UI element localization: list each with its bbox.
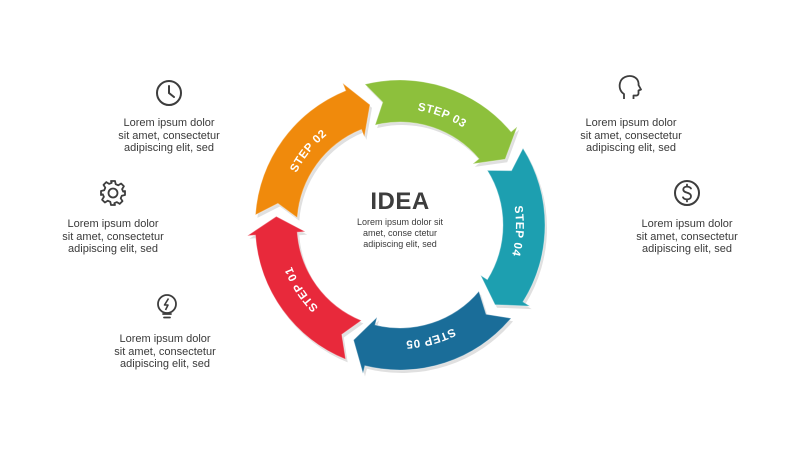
step-arrow-2 <box>254 81 371 219</box>
description-top-left: Lorem ipsum dolor sit amet, consectetur … <box>118 117 220 154</box>
description-mid-right: Lorem ipsum dolor sit amet, consectetur … <box>636 218 738 255</box>
description-mid-left: Lorem ipsum dolor sit amet, consectetur … <box>62 218 164 255</box>
description-top-right: Lorem ipsum dolor sit amet, consectetur … <box>580 117 682 154</box>
step-arrow-3 <box>363 79 519 165</box>
lightbulb-icon <box>157 294 177 319</box>
step-arrow-4 <box>479 147 546 307</box>
dollar-icon <box>674 180 700 206</box>
center-text: Lorem ipsum dolor sit amet, conse ctetur… <box>356 217 444 249</box>
description-bottom-left: Lorem ipsum dolor sit amet, consectetur … <box>114 333 216 370</box>
center-title: IDEA <box>370 188 430 215</box>
step-arrow-1 <box>245 215 363 361</box>
step-arrow-5 <box>352 290 513 376</box>
clock-icon <box>156 80 182 106</box>
head-icon <box>618 75 642 99</box>
step-label-4: STEP 04 <box>509 205 525 258</box>
gear-icon <box>100 180 126 206</box>
